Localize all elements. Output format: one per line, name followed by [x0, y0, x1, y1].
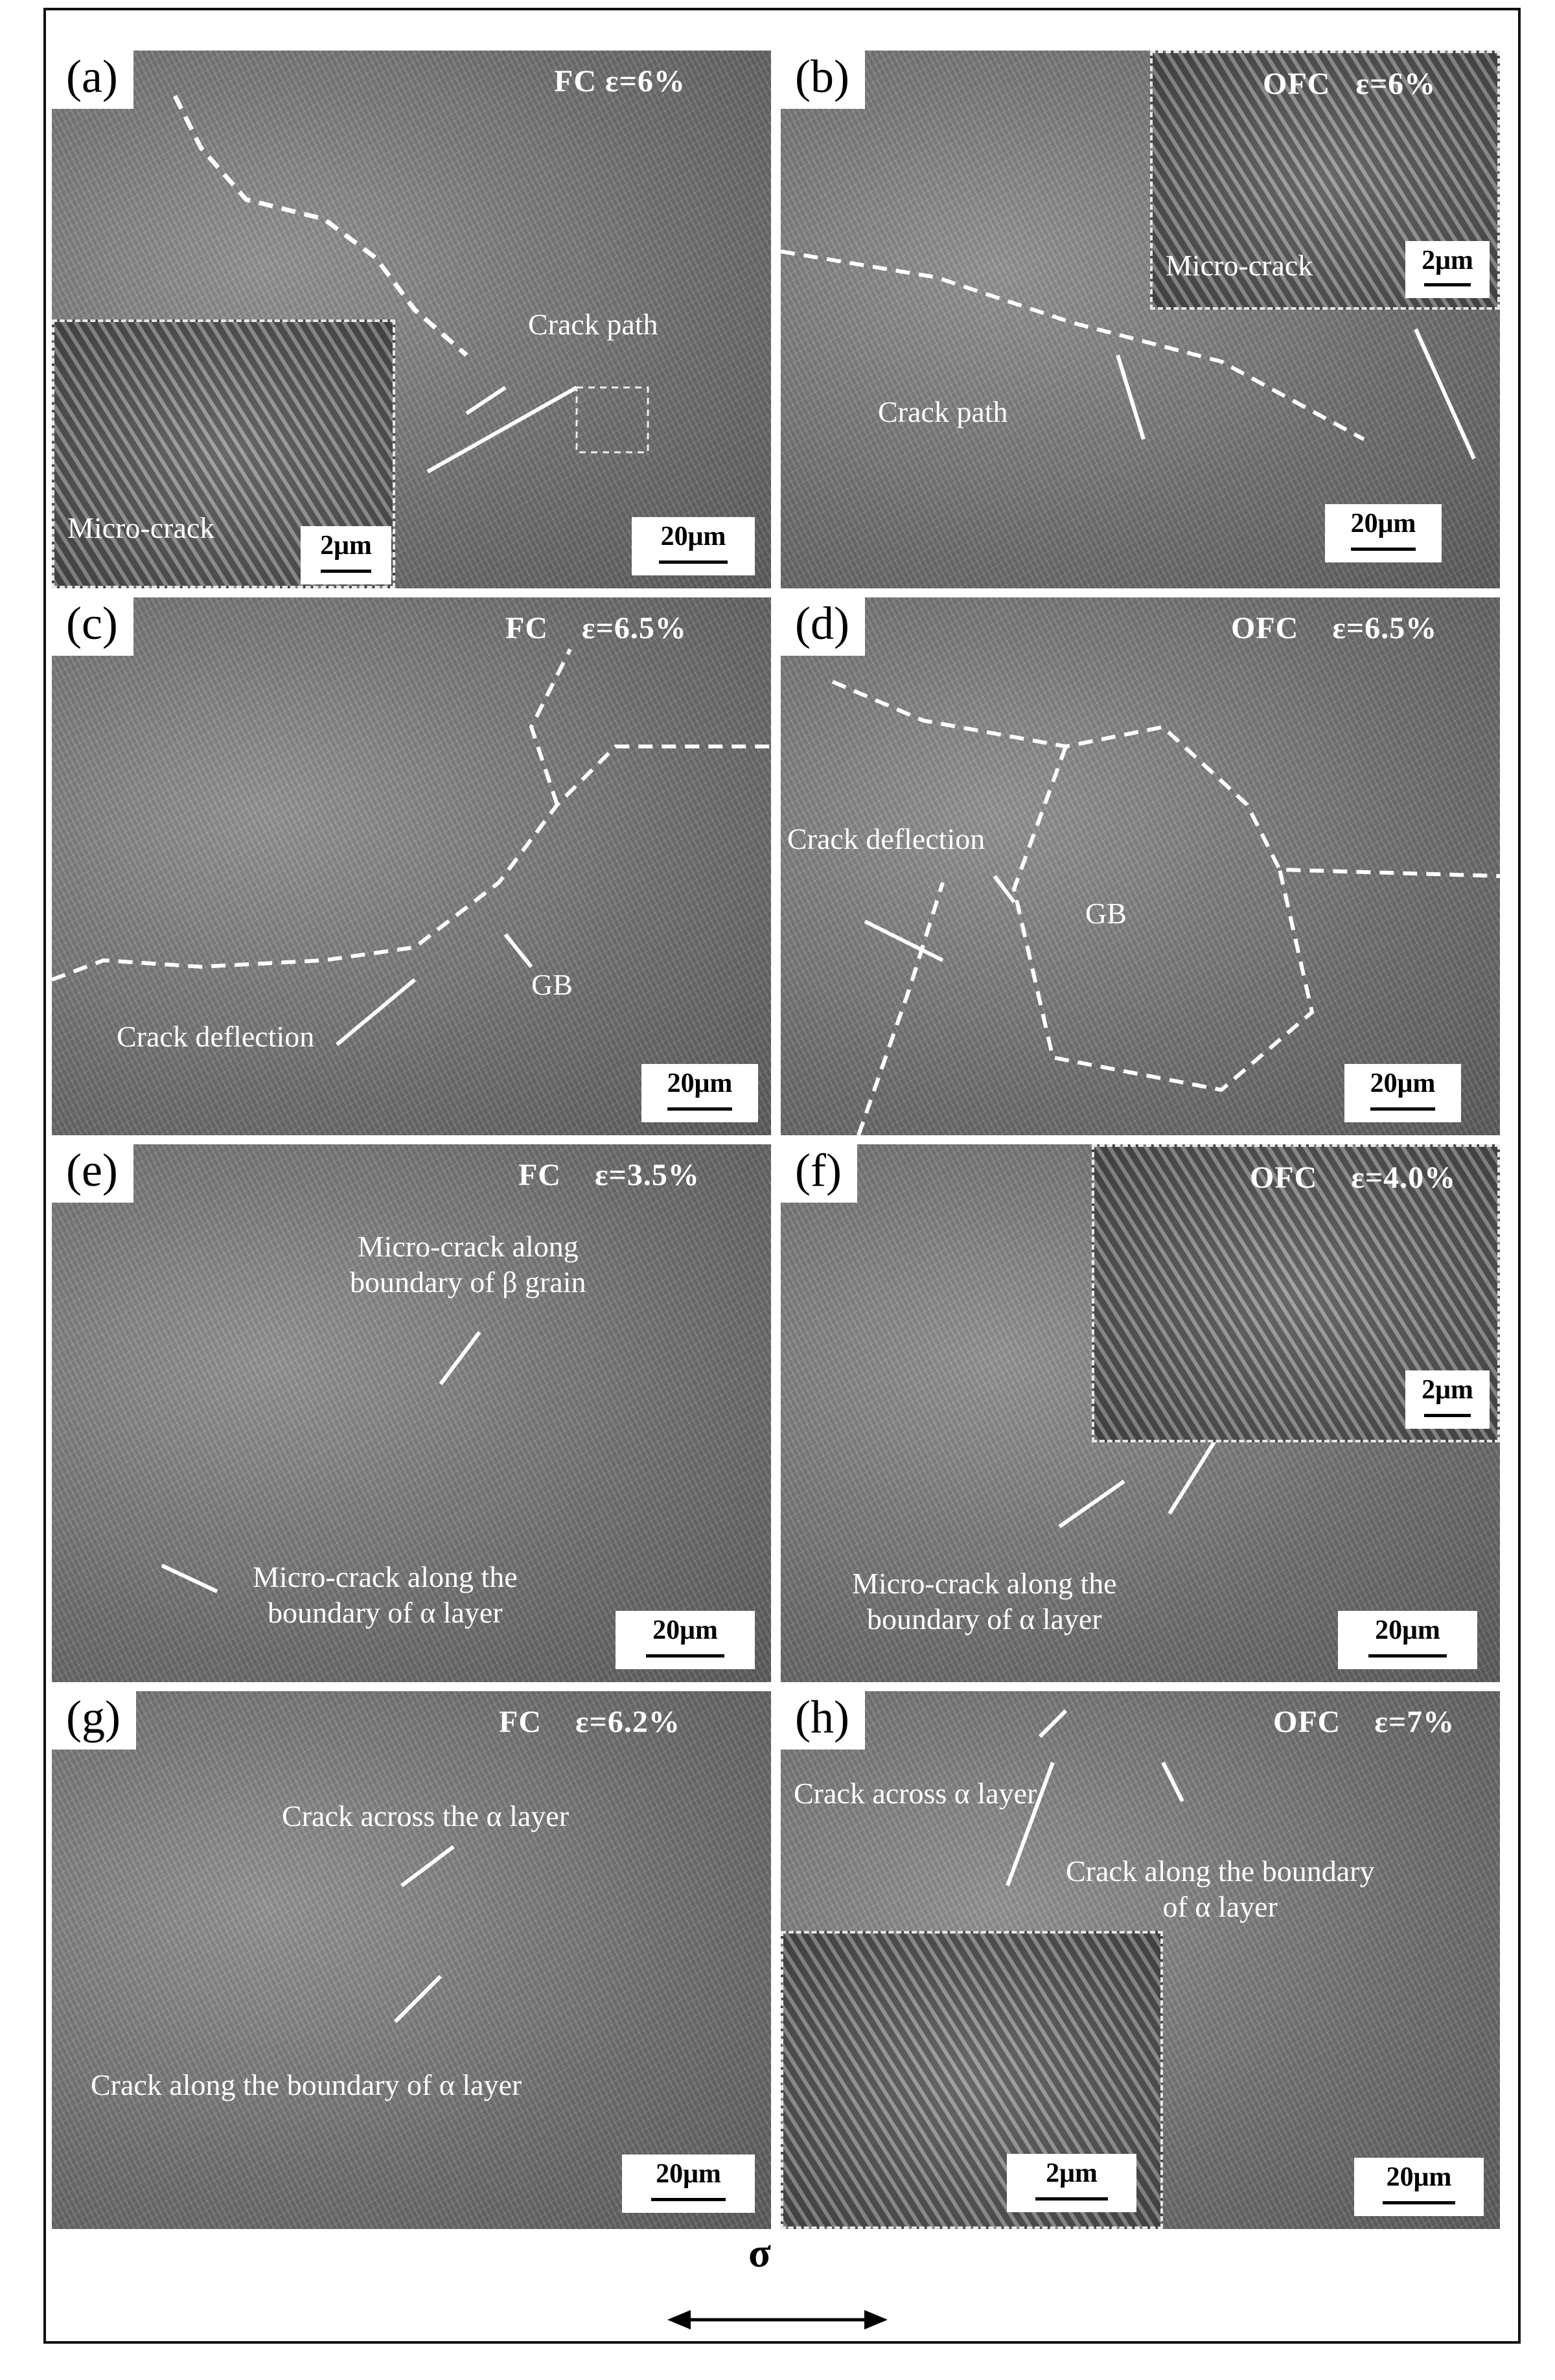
arrow-overlay — [161, 1331, 481, 1593]
annotation-crack-deflection: Crack deflection — [787, 822, 985, 855]
panel-label: (b) — [781, 51, 865, 109]
condition-label: FC ε=3.5% — [518, 1158, 700, 1192]
grain-boundary-overlay — [52, 648, 771, 1046]
panel-label: (e) — [52, 1144, 133, 1203]
scale-bar: 20μm — [622, 2155, 755, 2213]
grain-boundary-overlay — [831, 680, 1500, 1135]
scale-bar: 20μm — [632, 517, 755, 575]
panel-label: (a) — [52, 51, 133, 109]
annotation-micro-crack-alpha: Micro-crack along the boundary of α laye… — [253, 1560, 518, 1630]
panel-label: (f) — [781, 1144, 857, 1203]
condition-label: FC ε=6% — [554, 64, 685, 98]
annotation-gb: GB — [1085, 897, 1127, 930]
double-arrow-icon — [667, 2310, 888, 2329]
condition-label: OFC ε=6% — [1263, 67, 1436, 101]
annotation-crack-across: Crack across α layer — [794, 1777, 1037, 1810]
condition-label: OFC ε=7% — [1273, 1705, 1455, 1739]
panel-b: (b) OFC ε=6% Micro-crack 2μm Crack path … — [781, 51, 1500, 588]
annotation-micro-crack-alpha: Micro-crack along the boundary of α laye… — [852, 1567, 1117, 1636]
condition-label: OFC ε=4.0% — [1250, 1161, 1457, 1195]
inset-image: Micro-crack 2μm — [52, 319, 395, 588]
scale-bar: 20μm — [1344, 1064, 1461, 1122]
annotation-micro-crack: Micro-crack — [1166, 249, 1313, 282]
scale-bar: 20μm — [616, 1611, 755, 1669]
scale-text: 2μm — [320, 531, 372, 560]
scale-text: 20μm — [1350, 509, 1416, 538]
panel-c: (c) FC ε=6.5% Crack deflection GB 20μm — [52, 597, 771, 1135]
scale-bar: 20μm — [641, 1064, 758, 1122]
crack-path-overlay — [781, 249, 1476, 460]
panel-label: (h) — [781, 1691, 865, 1750]
inset-scale-bar: 2μm — [1007, 2154, 1136, 2212]
arrow-overlay — [1006, 1709, 1184, 1887]
condition-label: FC ε=6.2% — [499, 1705, 680, 1739]
scale-text: 2μm — [1422, 1375, 1473, 1405]
scale-text: 2μm — [1046, 2158, 1098, 2188]
condition-label: OFC ε=6.5% — [1231, 611, 1438, 645]
scale-text: 2μm — [1422, 246, 1473, 275]
scale-text: 20μm — [652, 1615, 718, 1645]
annotation-crack-path: Crack path — [528, 308, 658, 341]
panel-label: (g) — [52, 1691, 136, 1750]
annotation-crack-along: Crack along the boundary of α layer — [91, 2068, 522, 2101]
panel-h: (h) OFC ε=7% Crack across α layer Crack … — [781, 1691, 1500, 2229]
stress-symbol: σ — [748, 2230, 771, 2276]
panel-label: (d) — [781, 597, 865, 656]
annotation-crack-path: Crack path — [878, 395, 1008, 428]
inset-scale-bar: 2μm — [1405, 1370, 1490, 1429]
annotation-crack-across: Crack across the α layer — [282, 1799, 570, 1832]
scale-bar: 20μm — [1325, 504, 1442, 562]
scale-text: 20μm — [1370, 1069, 1436, 1098]
inset-scale-bar: 2μm — [1405, 241, 1490, 298]
annotation-crack-deflection: Crack deflection — [117, 1020, 315, 1053]
annotation-crack-along: Crack along the boundary of α layer — [1066, 1854, 1375, 1924]
scale-bar: 20μm — [1354, 2158, 1484, 2216]
inset-image: OFC ε=6% Micro-crack 2μm — [1150, 51, 1500, 310]
annotation-micro-crack: Micro-crack — [67, 511, 215, 544]
inset-image: 2μm — [781, 1931, 1163, 2229]
scale-text: 20μm — [660, 522, 726, 551]
panel-f: (f) OFC ε=4.0% 2μm Micro-crack along the… — [781, 1144, 1500, 1682]
annotation-gb: GB — [531, 968, 573, 1001]
scale-bar: 20μm — [1338, 1611, 1477, 1669]
scale-text: 20μm — [667, 1069, 733, 1098]
panel-e: (e) FC ε=3.5% Micro-crack along boundary… — [52, 1144, 771, 1682]
scale-text: 20μm — [1375, 1615, 1440, 1645]
scale-text: 20μm — [1386, 2162, 1452, 2192]
panel-label: (c) — [52, 597, 133, 656]
inset-scale-bar: 2μm — [301, 526, 391, 584]
annotation-micro-crack-beta: Micro-crack along boundary of β grain — [350, 1230, 586, 1299]
panel-a: (a) FC ε=6% Crack path Micro-crack 2μm 2… — [52, 51, 771, 588]
panel-d: (d) OFC ε=6.5% Crack deflection GB 20μm — [781, 597, 1500, 1135]
inset-image: OFC ε=4.0% 2μm — [1092, 1144, 1500, 1442]
arrow-overlay — [393, 1845, 455, 2024]
scale-text: 20μm — [656, 2159, 721, 2189]
condition-label: FC ε=6.5% — [505, 611, 687, 645]
panel-g: (g) FC ε=6.2% Crack across the α layer C… — [52, 1691, 771, 2229]
crack-path-overlay — [172, 95, 649, 474]
figure-frame — [43, 8, 1521, 2344]
